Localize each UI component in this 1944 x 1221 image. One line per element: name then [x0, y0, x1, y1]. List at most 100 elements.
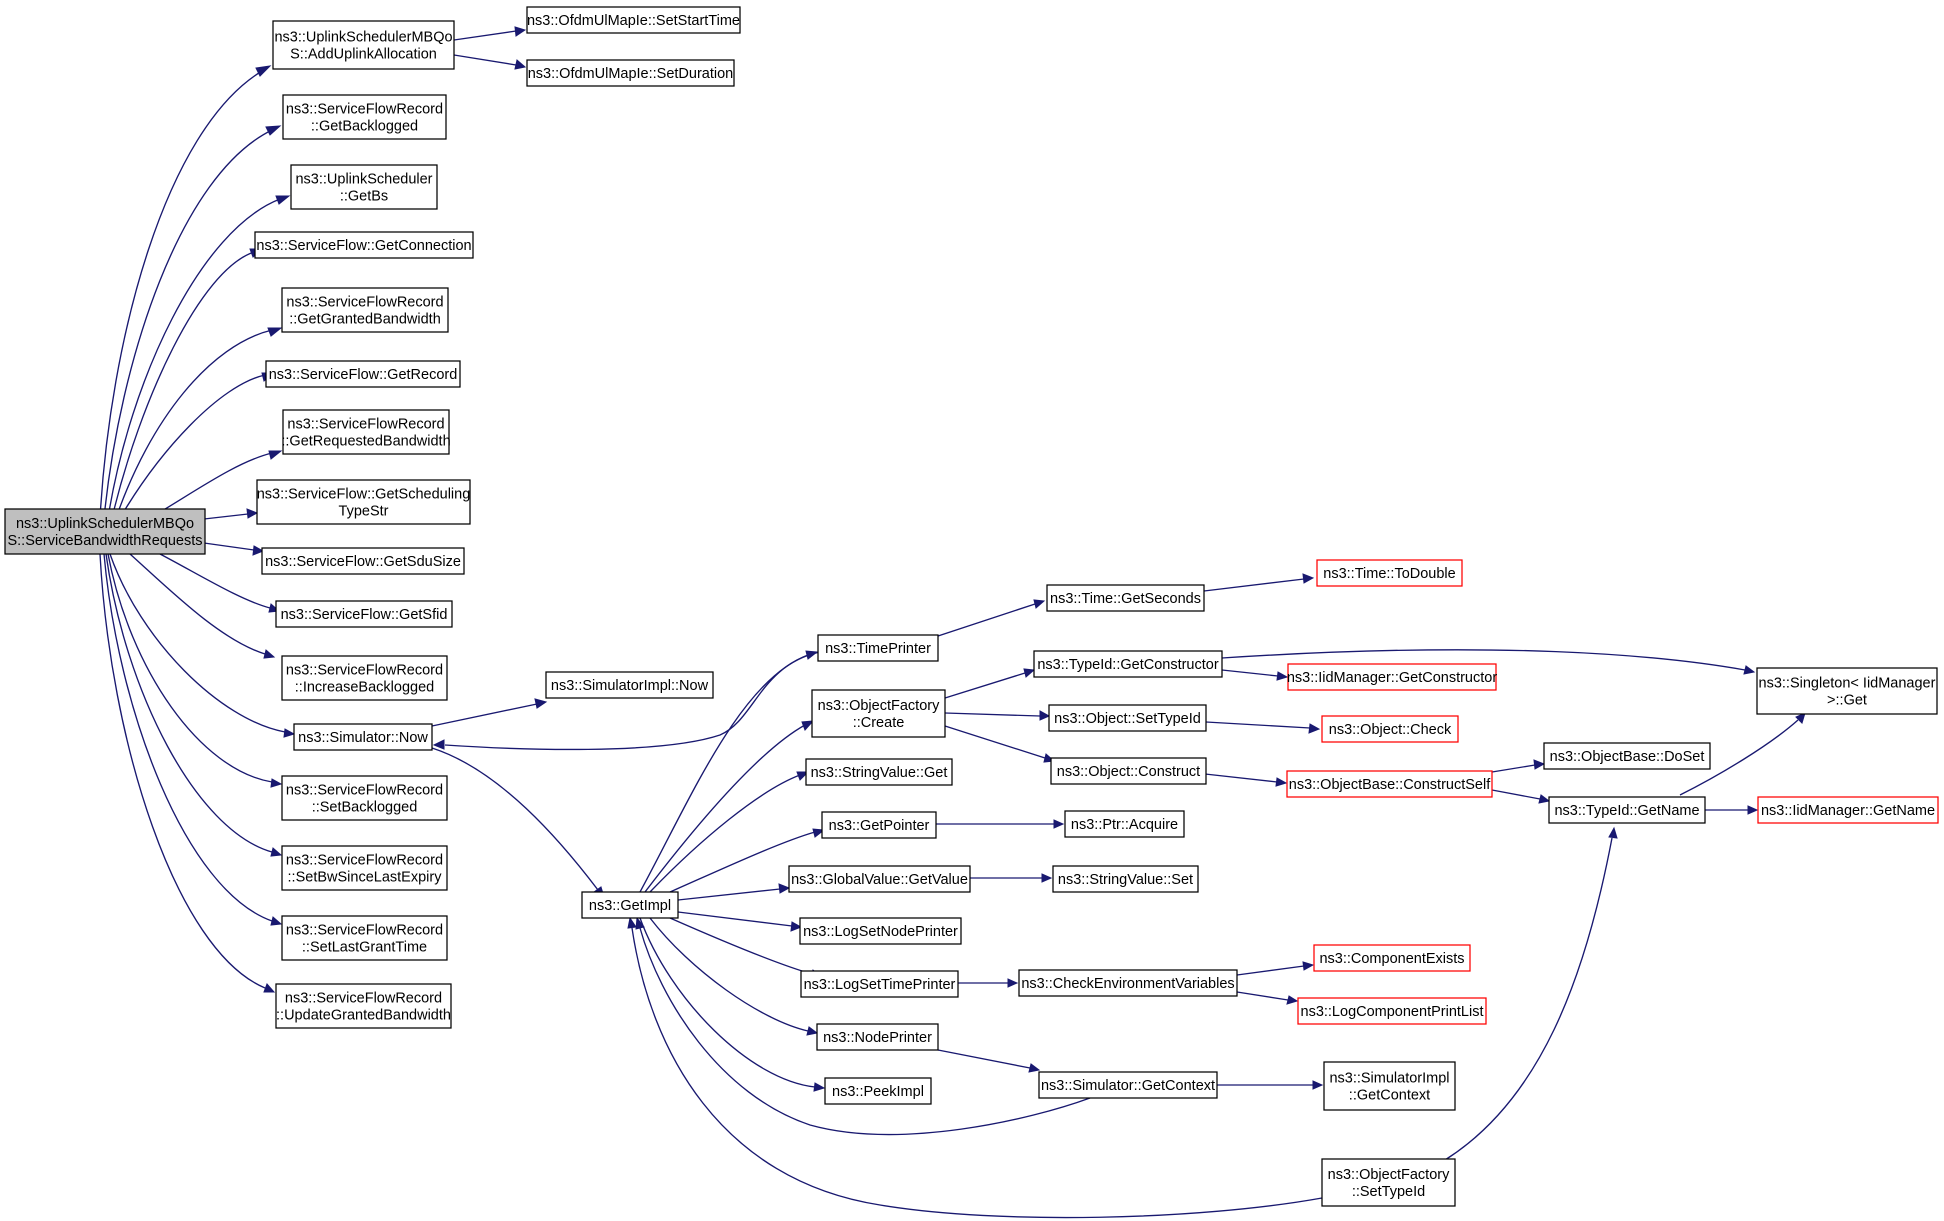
node-getSdu[interactable]: ns3::ServiceFlow::GetSduSize: [261, 547, 465, 575]
node-objConstruct[interactable]: ns3::Object::Construct: [1050, 757, 1207, 785]
node-iidGetName[interactable]: ns3::IidManager::GetName: [1757, 796, 1939, 824]
node-logSetNode[interactable]: ns3::LogSetNodePrinter: [799, 917, 962, 945]
node-label: ns3::UplinkSchedulerMBQo: [274, 30, 452, 46]
node-addUplink[interactable]: ns3::UplinkSchedulerMBQoS::AddUplinkAllo…: [272, 20, 455, 70]
node-label: ns3::ServiceFlow::GetConnection: [256, 238, 471, 254]
node-strValGet[interactable]: ns3::StringValue::Get: [805, 758, 953, 786]
node-label: ns3::IidManager::GetName: [1761, 803, 1935, 819]
node-setStart[interactable]: ns3::OfdmUlMapIe::SetStartTime: [526, 6, 741, 34]
node-box: [816, 1023, 939, 1051]
node-typeIdGetName[interactable]: ns3::TypeId::GetName: [1548, 796, 1706, 824]
node-label: ns3::TypeId::GetName: [1554, 803, 1699, 819]
node-ptrAcquire[interactable]: ns3::Ptr::Acquire: [1064, 810, 1185, 838]
node-typeIdGetCtor[interactable]: ns3::TypeId::GetConstructor: [1033, 650, 1223, 678]
node-iidGetCtor[interactable]: ns3::IidManager::GetConstructor: [1287, 663, 1498, 691]
node-timePrinter[interactable]: ns3::TimePrinter: [817, 634, 939, 662]
node-label: ns3::LogSetNodePrinter: [803, 924, 958, 940]
node-label: ::SetBacklogged: [312, 800, 418, 816]
node-getGranted[interactable]: ns3::ServiceFlowRecord::GetGrantedBandwi…: [281, 287, 449, 333]
node-box: [1050, 757, 1207, 785]
node-objSetTypeId[interactable]: ns3::Object::SetTypeId: [1048, 704, 1207, 732]
arrowhead: [283, 728, 296, 738]
arrowhead: [1312, 1080, 1324, 1090]
edge-root-addUplink: [99, 70, 263, 519]
node-logSetTime[interactable]: ns3::LogSetTimePrinter: [800, 970, 959, 998]
node-setBacklogged[interactable]: ns3::ServiceFlowRecord::SetBacklogged: [281, 775, 448, 821]
node-compExists[interactable]: ns3::ComponentExists: [1313, 944, 1471, 972]
arrowhead: [1302, 573, 1315, 584]
node-box: [281, 915, 448, 961]
node-objBaseCS[interactable]: ns3::ObjectBase::ConstructSelf: [1286, 770, 1493, 798]
node-box: [1018, 969, 1238, 997]
node-objFactCreate[interactable]: ns3::ObjectFactory::Create: [811, 689, 946, 738]
node-label: ns3::Simulator::GetContext: [1041, 1078, 1215, 1094]
edge-getImpl-logSetTime: [669, 917, 813, 975]
node-box: [1548, 796, 1706, 824]
arrowhead: [514, 59, 527, 70]
node-timeGetSec[interactable]: ns3::Time::GetSeconds: [1046, 584, 1205, 612]
node-objFactSetTypeId[interactable]: ns3::ObjectFactory::SetTypeId: [1321, 1158, 1456, 1207]
node-setLastGrant[interactable]: ns3::ServiceFlowRecord::SetLastGrantTime: [281, 915, 448, 961]
node-label: ns3::GlobalValue::GetValue: [791, 872, 968, 888]
node-box: [526, 6, 741, 34]
node-label: ns3::ObjectFactory: [1328, 1167, 1450, 1183]
node-getRecord[interactable]: ns3::ServiceFlow::GetRecord: [265, 360, 461, 388]
node-incBacklog[interactable]: ns3::ServiceFlowRecord::IncreaseBacklogg…: [281, 655, 448, 701]
node-objCheck[interactable]: ns3::Object::Check: [1321, 715, 1459, 743]
edge-checkEnv-compExists: [1236, 965, 1305, 976]
node-box: [261, 547, 465, 575]
edge-getImpl-globalValGet: [677, 888, 781, 901]
node-box: [824, 1077, 932, 1105]
node-updGranted[interactable]: ns3::ServiceFlowRecord::UpdateGrantedBan…: [275, 983, 452, 1029]
node-getSfid[interactable]: ns3::ServiceFlow::GetSfid: [275, 600, 453, 628]
edge-checkEnv-logCompPrint: [1236, 991, 1289, 1001]
node-label: ::GetGrantedBandwidth: [289, 312, 441, 328]
node-box: [265, 360, 461, 388]
node-setDur[interactable]: ns3::OfdmUlMapIe::SetDuration: [526, 59, 735, 87]
arrowhead: [1053, 819, 1065, 829]
arrowhead: [1308, 723, 1321, 734]
node-timeToDouble[interactable]: ns3::Time::ToDouble: [1316, 559, 1463, 587]
node-box: [1757, 796, 1939, 824]
node-label: TypeStr: [339, 504, 389, 520]
node-logCompPrint[interactable]: ns3::LogComponentPrintList: [1297, 997, 1487, 1025]
node-getPointer[interactable]: ns3::GetPointer: [821, 811, 937, 839]
node-objBaseDoSet[interactable]: ns3::ObjectBase::DoSet: [1543, 742, 1711, 770]
node-label: ::SetBwSinceLastExpiry: [288, 870, 443, 886]
node-box: [281, 775, 448, 821]
node-checkEnvVars[interactable]: ns3::CheckEnvironmentVariables: [1018, 969, 1238, 997]
node-label: ::GetBs: [340, 189, 388, 205]
node-simImplGetCtx[interactable]: ns3::SimulatorImpl::GetContext: [1323, 1061, 1456, 1111]
arrowhead: [1538, 794, 1551, 804]
node-simNow[interactable]: ns3::Simulator::Now: [293, 723, 433, 751]
node-getBacklogged[interactable]: ns3::ServiceFlowRecord::GetBacklogged: [282, 94, 447, 140]
node-getBs[interactable]: ns3::UplinkScheduler::GetBs: [290, 164, 438, 210]
arrowhead: [246, 508, 259, 519]
node-simGetCtx[interactable]: ns3::Simulator::GetContext: [1038, 1071, 1218, 1099]
node-box: [581, 891, 679, 919]
node-box: [1048, 704, 1207, 732]
edge-root-updGranted: [99, 553, 266, 989]
node-nodePrinter[interactable]: ns3::NodePrinter: [816, 1023, 939, 1051]
arrowhead: [534, 698, 548, 709]
node-getImpl[interactable]: ns3::GetImpl: [581, 891, 679, 919]
node-label: ns3::ServiceFlow::GetSduSize: [265, 554, 461, 570]
arrowhead: [255, 65, 272, 77]
node-root[interactable]: ns3::UplinkSchedulerMBQoS::ServiceBandwi…: [4, 508, 206, 555]
node-box: [788, 865, 971, 893]
node-simImplNow[interactable]: ns3::SimulatorImpl::Now: [545, 671, 714, 699]
node-peekImpl[interactable]: ns3::PeekImpl: [824, 1077, 932, 1105]
node-globalValGet[interactable]: ns3::GlobalValue::GetValue: [788, 865, 971, 893]
node-box: [4, 508, 206, 555]
node-getReqBw[interactable]: ns3::ServiceFlowRecord::GetRequestedBand…: [281, 409, 451, 455]
node-label: ns3::PeekImpl: [832, 1084, 924, 1100]
node-label: ns3::ServiceFlowRecord: [286, 783, 443, 799]
node-label: ::UpdateGrantedBandwidth: [276, 1008, 451, 1024]
node-setBwSince[interactable]: ns3::ServiceFlowRecord::SetBwSinceLastEx…: [281, 845, 448, 891]
node-strValSet[interactable]: ns3::StringValue::Set: [1052, 865, 1199, 893]
node-getConn[interactable]: ns3::ServiceFlow::GetConnection: [254, 231, 474, 259]
edge-objFactSetTypeId-getImpl: [631, 927, 1323, 1219]
node-singletonGet[interactable]: ns3::Singleton< IidManager >::Get: [1756, 667, 1938, 715]
arrowhead: [806, 1026, 819, 1036]
